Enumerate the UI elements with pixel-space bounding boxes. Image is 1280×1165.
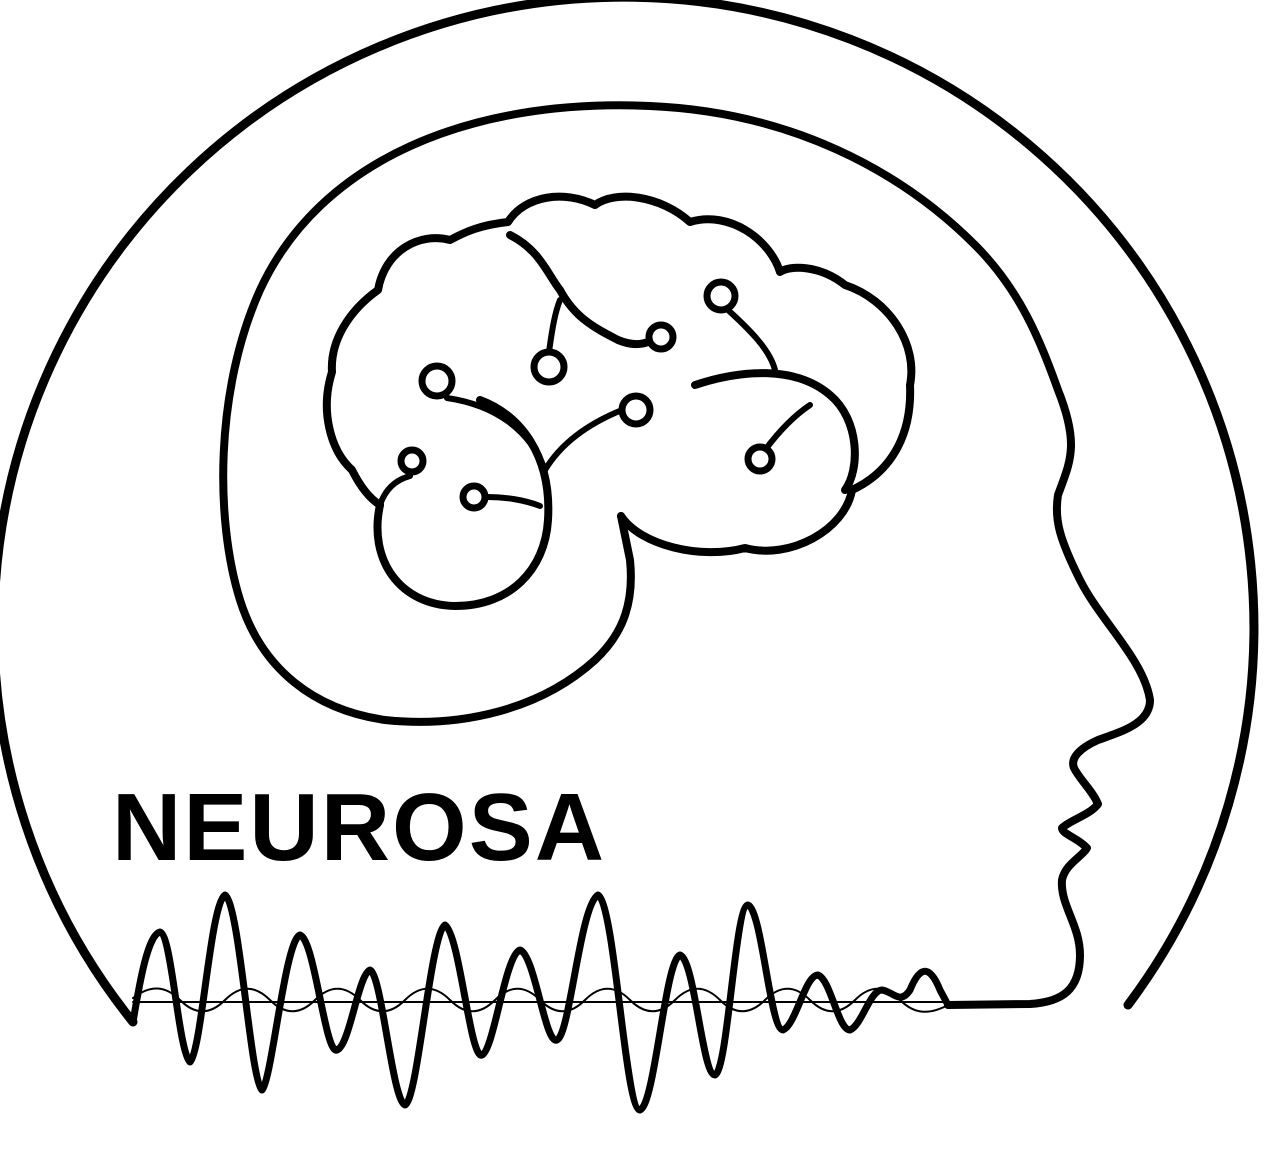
circuit-node [618, 392, 654, 428]
head-profile [219, 101, 1154, 1009]
circuit-line-4 [485, 494, 543, 509]
circuit-node [459, 482, 489, 512]
brain-frontal-fold [506, 231, 652, 349]
circuit-line-3 [377, 473, 413, 508]
circuit-node [744, 443, 776, 475]
brain-right-fold [691, 369, 859, 494]
circuit-line-7 [762, 402, 813, 453]
eeg-signal-wave [129, 891, 952, 1114]
circuit-node [397, 446, 427, 476]
circuit-line-5 [546, 297, 563, 355]
outer-circle-arc [0, 0, 1259, 1027]
circuit-node [645, 321, 677, 353]
circuit-node [703, 278, 739, 314]
brain-outline [322, 192, 916, 557]
circuit-node [530, 348, 568, 386]
wordmark-text: NEUROSA [112, 774, 607, 881]
circuit-line-1 [444, 395, 548, 473]
circuit-line-2 [542, 407, 625, 473]
circuit-line-6 [725, 307, 778, 373]
circuit-nodes [397, 278, 776, 512]
circuit-node [418, 362, 456, 400]
